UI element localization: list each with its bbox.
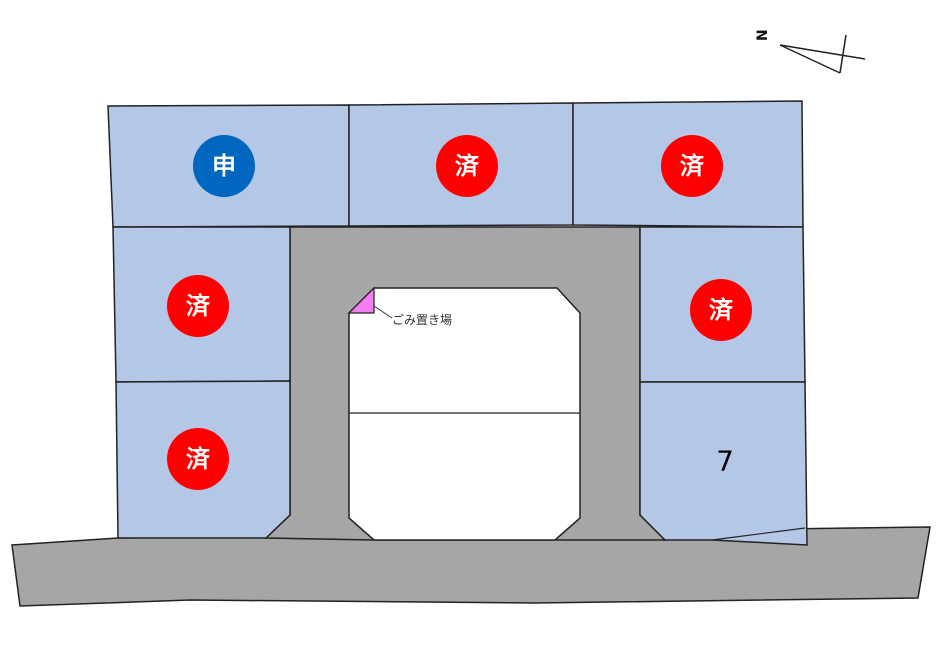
status-badge-sold: 済: [661, 135, 723, 197]
status-badge-sold: 済: [690, 279, 752, 341]
status-badge-sold: 済: [436, 135, 498, 197]
svg-text:済: 済: [186, 292, 211, 320]
svg-text:済: 済: [455, 152, 480, 180]
north-arrow-icon: N: [755, 29, 866, 74]
road-boundary-line: [711, 527, 806, 541]
svg-text:済: 済: [186, 445, 211, 473]
garbage-label: ごみ置き場: [392, 312, 452, 327]
garbage-area: [347, 286, 375, 314]
lot-number: 7: [716, 445, 734, 478]
svg-text:申: 申: [212, 152, 236, 180]
garbage-leader-line: [373, 305, 393, 319]
status-badge-applied: 申: [193, 135, 255, 197]
status-badge-sold: 済: [167, 428, 229, 490]
svg-text:済: 済: [680, 152, 705, 180]
svg-text:済: 済: [709, 296, 734, 324]
svg-text:N: N: [755, 29, 771, 41]
status-badge-sold: 済: [167, 275, 229, 337]
center-area: [348, 287, 581, 541]
